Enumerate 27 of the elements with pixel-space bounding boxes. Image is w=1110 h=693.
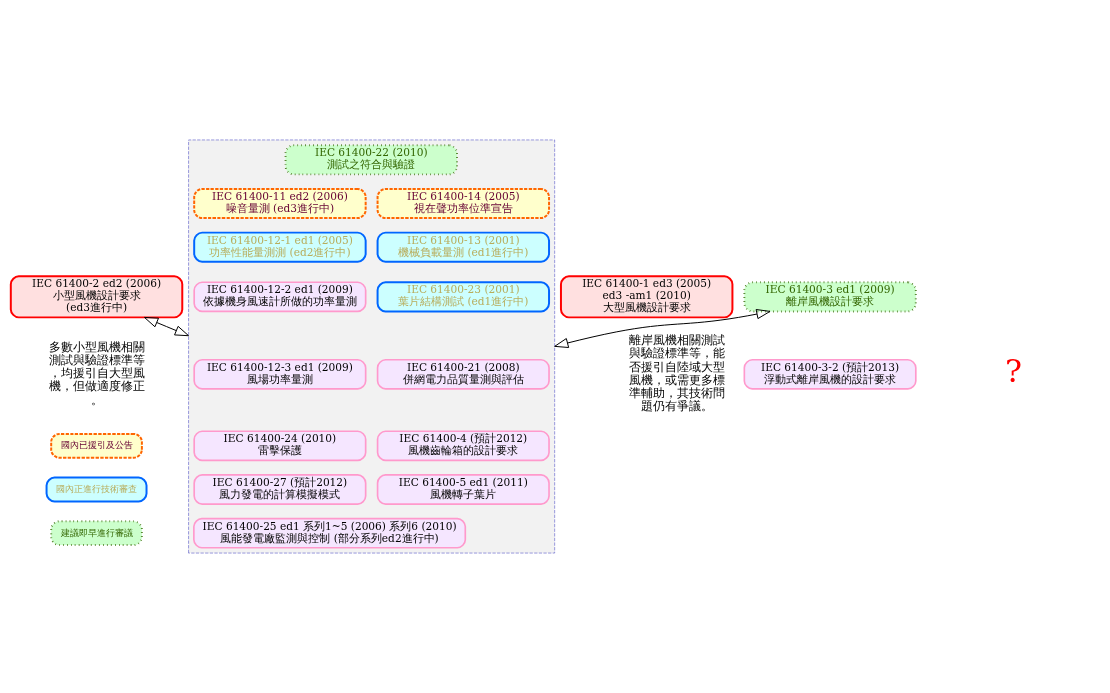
node-box: IEC 61400-5 ed1 (2011) 風機轉子葉片 — [376, 474, 550, 505]
node-box: IEC 61400-2 ed2 (2006) 小型風機設計要求 (ed3進行中) — [9, 275, 184, 319]
node-box: IEC 61400-27 (預計2012) 風力發電的計算模擬模式 — [193, 474, 367, 505]
label: 離岸風機相關測試與驗證標準等，能否援引自陸域大型風機，或需更多標準輔助，其技術問題仍有爭議。 — [629, 333, 726, 414]
node-box: IEC 61400-14 (2005) 視在聲功率位準宣告 — [376, 187, 551, 220]
label: ? — [1004, 353, 1022, 390]
node-box: IEC 61400-4 (預計2012) 風機齒輪箱的設計要求 — [376, 430, 550, 462]
node-box: IEC 61400-12-2 ed1 (2009) 依據機身風速計所做的功率量測 — [193, 281, 367, 313]
label: 多數小型風機相關測試與驗證標準等，均援引自大型風機，但做適度修正。 — [48, 339, 145, 407]
node-box: IEC 61400-3-2 (預計2013) 浮動式離岸風機的設計要求 — [743, 358, 917, 390]
cluster — [188, 139, 555, 554]
legend-label: 國內正進行技術審查 — [56, 482, 138, 494]
node-box: IEC 61400-22 (2010) 測試之符合與驗證 — [284, 144, 458, 176]
node-box: IEC 61400-12-3 ed1 (2009) 風場功率量測 — [193, 358, 367, 390]
legend-label: 建議即早進行審議 — [60, 526, 133, 538]
node-box: IEC 61400-11 ed2 (2006) 噪音量測 (ed3進行中) — [193, 187, 367, 220]
node-box: IEC 61400-23 (2001) 葉片結構測試 (ed1進行中) — [376, 281, 551, 313]
node-box: IEC 61400-24 (2010) 雷擊保護 — [193, 430, 367, 462]
node-box: IEC 61400-13 (2001) 機械負載量測 (ed1進行中) — [376, 231, 551, 263]
arrow — [554, 309, 771, 348]
node-box: IEC 61400-21 (2008) 併網電力品質量測與評估 — [376, 358, 550, 390]
node-box: IEC 61400-3 ed1 (2009) 離岸風機設計要求 — [743, 281, 917, 313]
arrow — [144, 316, 190, 337]
node-box: IEC 61400-12-1 ed1 (2005) 功率性能量測測 (ed2進行中) — [193, 231, 367, 263]
node-box: IEC 61400-1 ed3 (2005) ed3 -am1 (2010) 大型風機設計要求 — [559, 275, 734, 319]
node-box: IEC 61400-25 ed1 系列1~5 (2006) 系列6 (2010) 風能發電廠監測與控制 (部分系列ed2進行中) — [193, 517, 467, 549]
legend-label: 國內已援引及公告 — [60, 439, 133, 451]
